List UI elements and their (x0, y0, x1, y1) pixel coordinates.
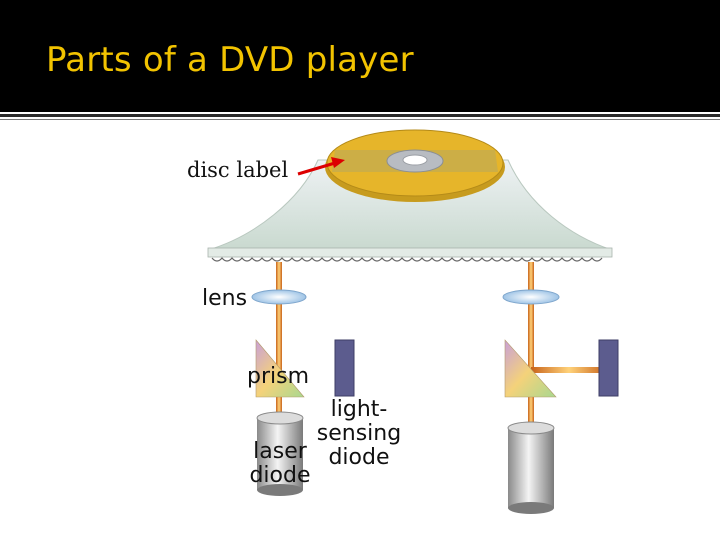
disc-label-arrow (297, 157, 345, 176)
lens-right (502, 289, 560, 305)
laser-diode (256, 411, 304, 496)
prism-right (504, 339, 557, 398)
light-sensing-diode (334, 339, 355, 397)
housing-base (207, 247, 613, 258)
slide-title: Parts of a DVD player (46, 40, 414, 80)
laser-label-line2: diode (249, 463, 311, 488)
light-sensing-label-line1: light- (330, 397, 388, 422)
laser-label-line1: laser (253, 439, 307, 464)
title-bar: Parts of a DVD player (0, 0, 720, 112)
laser-beam-right (528, 262, 534, 427)
laser-diode-label: laser diode (245, 440, 315, 488)
lens (251, 289, 307, 305)
light-sensing-diode-right (598, 339, 619, 397)
disc-label-text: disc label (187, 158, 289, 182)
title-divider (0, 114, 720, 117)
player-housing (207, 159, 613, 251)
reflected-beam (531, 367, 607, 373)
housing-edge (211, 257, 603, 262)
laser-diode-right (507, 421, 555, 514)
title-divider-thin (0, 119, 720, 120)
lens-label: lens (202, 286, 248, 311)
prism (255, 339, 305, 398)
light-sensing-label-line2: sensing (316, 421, 402, 446)
dvd-disc (325, 129, 505, 202)
light-sensing-label-line3: diode (328, 445, 390, 470)
laser-beam (276, 262, 282, 417)
prism-label: prism (247, 364, 310, 389)
light-sensing-diode-label: light- sensing diode (314, 398, 404, 470)
